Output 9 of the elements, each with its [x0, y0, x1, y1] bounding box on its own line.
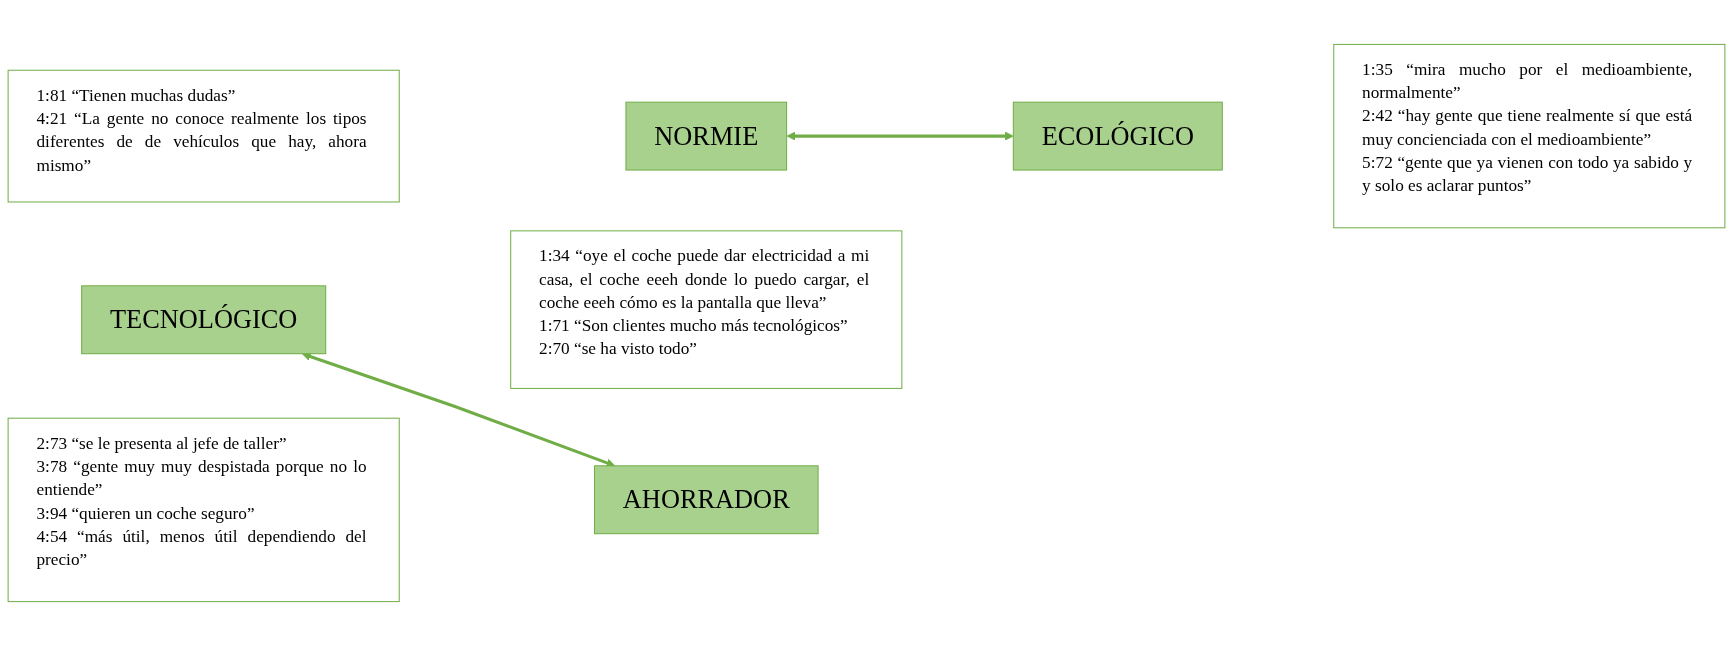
node-box: 2:73 “se le presenta al jefe de taller” 3:78 “gente muy muy despistada porque no lo entiende” 3:94 “quieren un coche seguro” 4:54 “más útil, menos útil dependiendo del precio” — [7, 417, 400, 603]
node-box: 1:34 “oye el coche puede dar electricidad a mi casa, el coche eeeh donde lo puedo cargar, el coche eeeh cómo es la pantalla que lleva” 1:71 “Son clientes mucho más tecnológicos” 2:70 “se ha visto todo” — [510, 230, 903, 389]
node-box: TECNOLÓGICO — [81, 285, 327, 355]
node-box: 1:81 “Tienen muchas dudas” 4:21 “La gente no conoce realmente los tipos diferentes de de vehículos que hay, ahora mismo” — [7, 69, 400, 203]
node-box: AHORRADOR — [593, 465, 819, 535]
node-box: NORMIE — [625, 101, 788, 171]
node-box: ECOLÓGICO — [1012, 101, 1223, 171]
node-box: 1:35 “mira mucho por el medioambiente, normalmente” 2:42 “hay gente que tiene realmente sí que está muy concienciada con el medioambiente” 5:72 “gente que ya vienen con todo ya sabido y y solo es aclarar puntos” — [1333, 43, 1726, 229]
arrow — [786, 131, 1014, 141]
